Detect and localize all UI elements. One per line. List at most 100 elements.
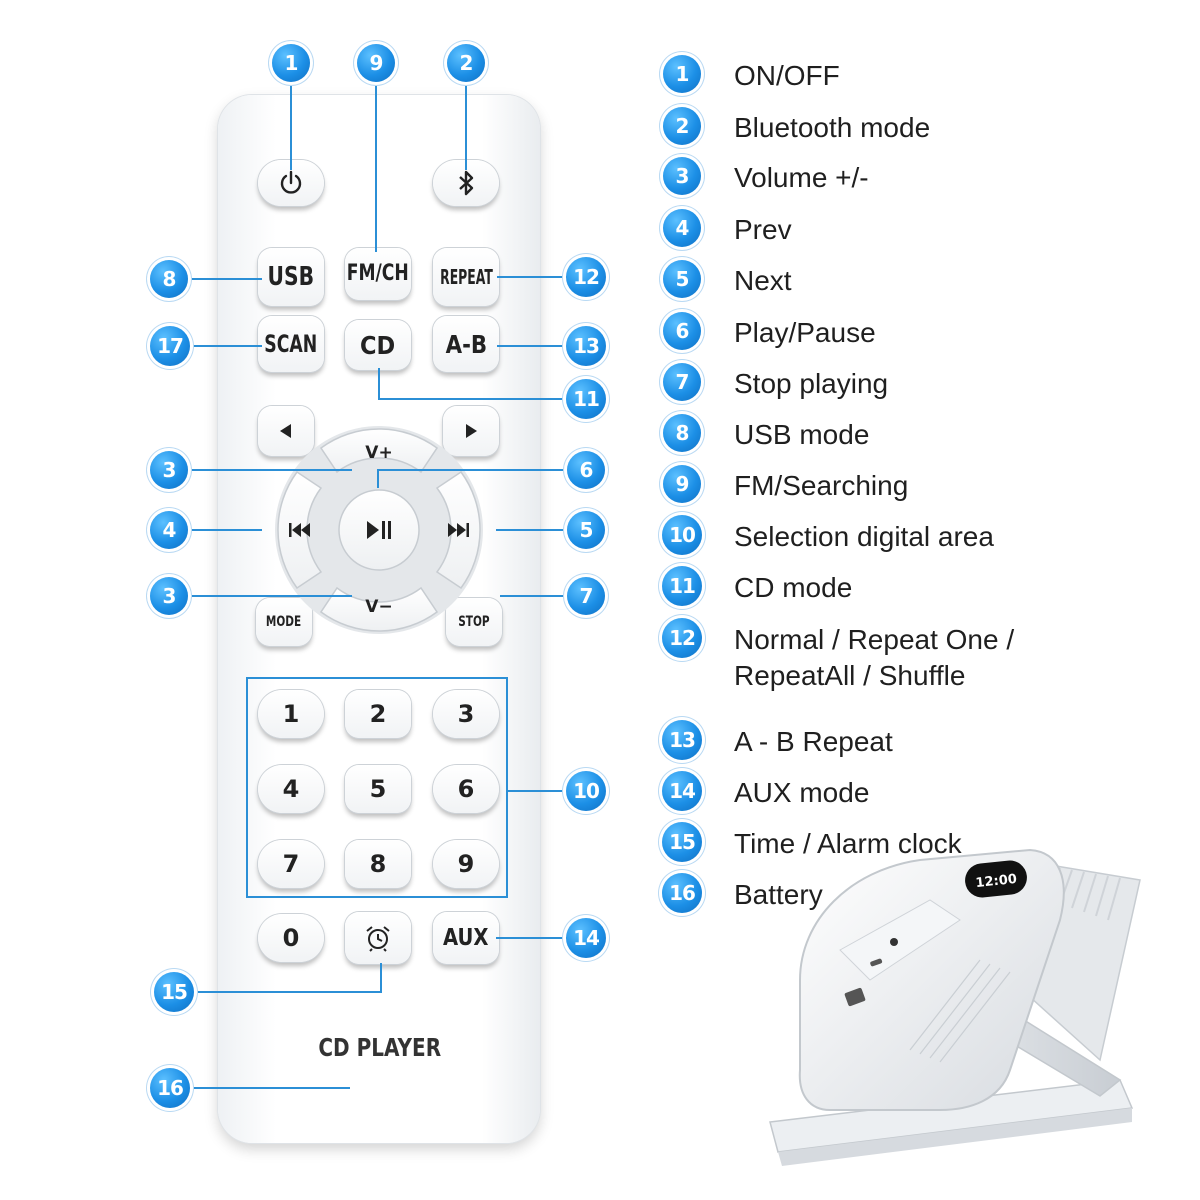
legend-text: FM/Searching xyxy=(734,470,909,501)
play-pause-icon xyxy=(367,521,391,539)
clock-display xyxy=(965,860,1027,898)
legend-badge: 9 xyxy=(663,465,701,503)
legend-text: Stop playing xyxy=(734,368,889,399)
cd-button-label: CD xyxy=(360,330,396,360)
legend-text: Time / Alarm clock xyxy=(734,828,962,859)
aux-button-label: AUX xyxy=(443,924,489,951)
scan-button[interactable]: SCAN xyxy=(258,316,324,372)
leader-11 xyxy=(378,368,566,400)
key-2-label: 2 xyxy=(369,700,387,728)
legend-text: Volume +/- xyxy=(734,162,869,193)
key-6[interactable]: 6 xyxy=(433,765,499,813)
ab-repeat-button[interactable]: A-B xyxy=(433,316,499,372)
repeat-button[interactable]: REPEAT xyxy=(433,248,499,306)
callout-badge: 15 xyxy=(154,972,194,1012)
bluetooth-icon xyxy=(459,170,474,196)
callout-badge: 9 xyxy=(357,44,395,82)
usb-c-port xyxy=(870,958,883,967)
key-1-label: 1 xyxy=(282,700,300,728)
legend-text: ON/OFF xyxy=(734,60,840,91)
legend-text: CD mode xyxy=(734,572,853,603)
volume-up-label: V+ xyxy=(365,443,392,463)
alarm-button[interactable] xyxy=(345,912,411,964)
callout-badge: 2 xyxy=(447,44,485,82)
right-arrow-button[interactable] xyxy=(443,406,499,456)
callout-badge: 7 xyxy=(567,577,605,615)
key-1[interactable]: 1 xyxy=(258,690,324,738)
power-button[interactable] xyxy=(258,160,324,206)
remote-brand-text: CD PLAYER xyxy=(318,1033,442,1062)
fm-button[interactable]: FM/CH xyxy=(345,248,411,300)
callout-badge: 5 xyxy=(567,511,605,549)
stop-button[interactable]: STOP xyxy=(446,598,502,646)
dpad: V+ V− xyxy=(275,426,483,634)
legend-text: AUX mode xyxy=(734,777,870,808)
previous-track-icon xyxy=(289,523,310,537)
triangle-left-icon xyxy=(280,424,291,438)
left-arrow-button[interactable] xyxy=(258,406,314,456)
leader-6 xyxy=(377,469,566,488)
legend-badge: 4 xyxy=(663,209,701,247)
mode-button[interactable]: MODE xyxy=(256,598,312,646)
stop-button-label: STOP xyxy=(458,614,490,630)
callout-badge: 16 xyxy=(150,1068,190,1108)
key-8-label: 8 xyxy=(369,850,387,878)
legend-badge: 2 xyxy=(663,107,701,145)
callout-badge: 12 xyxy=(566,257,606,297)
key-9-label: 9 xyxy=(457,850,475,878)
legend-badge: 8 xyxy=(663,414,701,452)
key-6-label: 6 xyxy=(457,775,475,803)
legend-text: A - B Repeat xyxy=(734,726,893,757)
legend-badge: 7 xyxy=(663,363,701,401)
key-4[interactable]: 4 xyxy=(258,765,324,813)
key-3[interactable]: 3 xyxy=(433,690,499,738)
dpad-down-segment[interactable] xyxy=(319,586,439,632)
callout-badge: 3 xyxy=(150,577,188,615)
callout-badge: 14 xyxy=(566,918,606,958)
legend-badge: 12 xyxy=(662,618,702,658)
callout-badge: 11 xyxy=(566,379,606,419)
usb-button[interactable]: USB xyxy=(258,248,324,306)
legend-text: Bluetooth mode xyxy=(734,112,931,143)
callout-badge: 3 xyxy=(150,451,188,489)
triangle-right-icon xyxy=(466,424,477,438)
legend-text: Prev xyxy=(734,214,792,245)
key-7[interactable]: 7 xyxy=(258,840,324,888)
aux-button[interactable]: AUX xyxy=(433,912,499,964)
legend-badge: 5 xyxy=(663,260,701,298)
legend-badge: 15 xyxy=(662,822,702,862)
key-0[interactable]: 0 xyxy=(258,914,324,962)
fm-button-label: FM/CH xyxy=(346,261,410,286)
key-3-label: 3 xyxy=(457,700,475,728)
callout-badge: 13 xyxy=(566,326,606,366)
legend-text: USB mode xyxy=(734,419,870,450)
callout-badge: 6 xyxy=(567,451,605,489)
power-icon xyxy=(280,170,302,194)
remote-brand-label: CD PLAYER xyxy=(290,1033,470,1062)
volume-down-label: V− xyxy=(365,597,392,617)
next-track-icon xyxy=(448,523,469,537)
key-8[interactable]: 8 xyxy=(345,840,411,888)
legend-badge: 14 xyxy=(662,771,702,811)
legend-badge: 11 xyxy=(662,566,702,606)
key-5[interactable]: 5 xyxy=(345,765,411,813)
dpad-up-segment[interactable] xyxy=(319,428,439,474)
callout-badge: 17 xyxy=(150,326,190,366)
legend-badge: 6 xyxy=(663,312,701,350)
keypad-frame xyxy=(246,677,508,898)
legend-text: Normal / Repeat One / RepeatAll / Shuffl… xyxy=(734,624,1015,691)
callout-badge: 8 xyxy=(150,260,188,298)
key-7-label: 7 xyxy=(282,850,300,878)
clock-display-text: 12:00 xyxy=(975,872,1018,891)
legend-text: Selection digital area xyxy=(734,521,994,552)
ab-repeat-button-label: A-B xyxy=(445,329,487,359)
cd-button[interactable]: CD xyxy=(345,320,411,370)
legend-badge: 1 xyxy=(663,55,701,93)
legend-text: Next xyxy=(734,265,792,296)
key-2[interactable]: 2 xyxy=(345,690,411,738)
key-9[interactable]: 9 xyxy=(433,840,499,888)
legend-badge: 16 xyxy=(662,873,702,913)
callout-badge: 10 xyxy=(566,771,606,811)
callout-badge: 1 xyxy=(272,44,310,82)
